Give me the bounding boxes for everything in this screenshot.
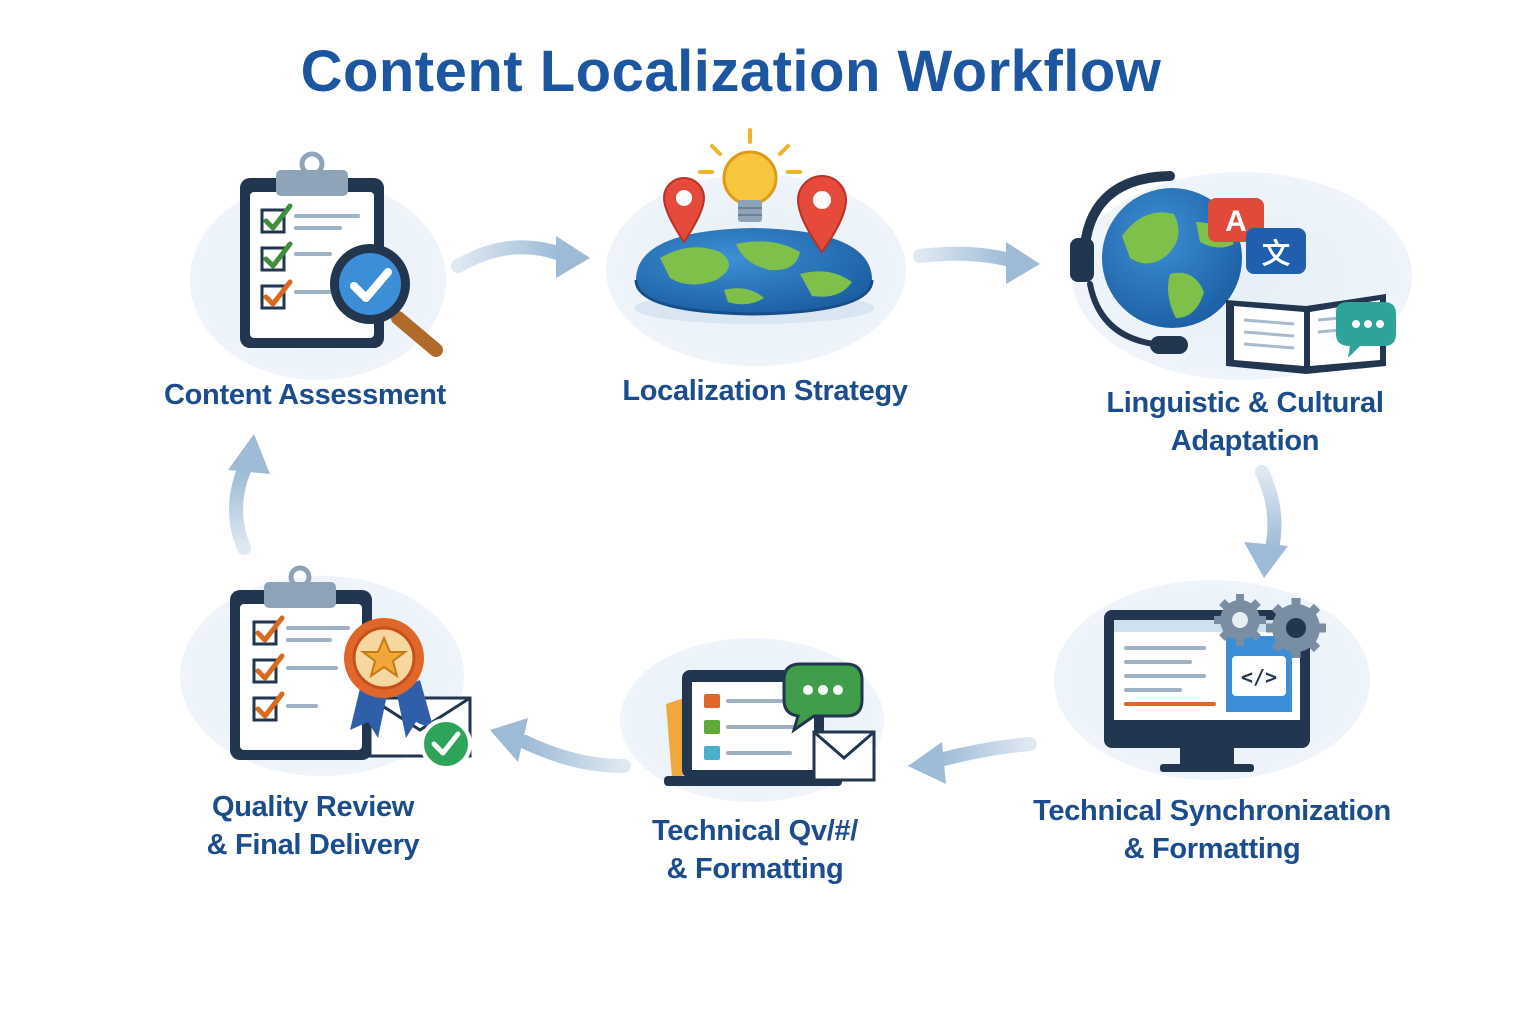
stage-label-technical-qa: Technical Qv/#/ & Formatting <box>590 812 920 888</box>
arrow-synchronization-to-qa <box>908 737 1037 784</box>
laptop-checklist-chat-icon <box>620 638 884 802</box>
stage-label-line: Localization Strategy <box>622 375 908 407</box>
arrow-strategy-to-adaptation <box>913 242 1040 284</box>
arrow-adaptation-to-synchronization <box>1244 465 1288 578</box>
stage-label-line: Linguistic & Cultural <box>1106 387 1384 419</box>
stage-label-line: & Formatting <box>666 853 844 885</box>
page-title: Content Localization Workflow <box>300 39 1162 104</box>
clipboard-award-mail-icon <box>180 565 472 776</box>
globe-headset-translate-icon: A 文 <box>1070 171 1412 380</box>
stage-label-linguistic-cultural-adaptation: Linguistic & Cultural Adaptation <box>1080 384 1410 460</box>
stage-label-line: Content Assessment <box>164 379 446 411</box>
stage-label-line: Quality Review <box>211 791 415 823</box>
stage-label-localization-strategy: Localization Strategy <box>600 372 930 410</box>
stage-label-line: & Formatting <box>1123 833 1301 865</box>
translate-badge-cjk: 文 <box>1262 237 1290 270</box>
stage-label-line: Technical Synchronization <box>1033 795 1391 827</box>
stage-label-quality-review: Quality Review & Final Delivery <box>148 788 478 864</box>
stage-label-content-assessment: Content Assessment <box>140 376 470 414</box>
arrow-review-to-assessment <box>228 434 270 555</box>
globe-pins-lightbulb-icon <box>606 128 906 366</box>
arrow-qa-to-review <box>490 718 631 773</box>
stage-label-line: & Final Delivery <box>206 829 420 861</box>
clipboard-magnifier-icon <box>190 151 446 380</box>
stage-label-line: Technical Qv/#/ <box>651 815 859 847</box>
arrow-assessment-to-strategy <box>451 236 590 278</box>
monitor-code-gears-icon: </> <box>1054 580 1370 780</box>
translate-badge-latin: A <box>1225 205 1247 238</box>
stage-label-line: Adaptation <box>1170 425 1320 457</box>
code-tag-label: </> <box>1241 665 1277 689</box>
stage-label-technical-synchronization: Technical Synchronization & Formatting <box>1022 792 1402 868</box>
